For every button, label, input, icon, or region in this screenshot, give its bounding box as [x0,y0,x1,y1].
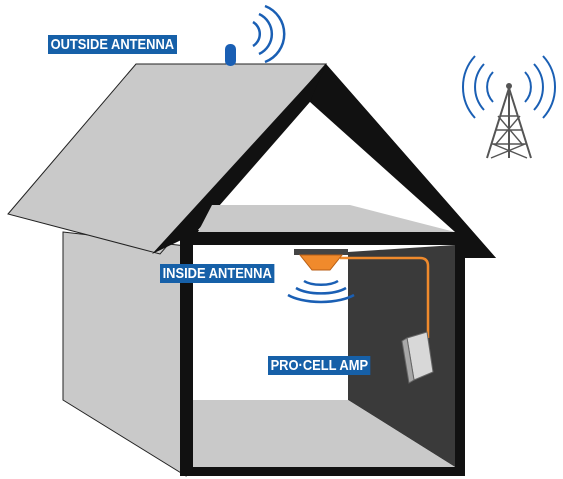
attic-floor [198,205,455,232]
outside-antenna-icon [225,4,286,66]
room-floor [193,400,455,467]
outside-antenna-label: OUTSIDE ANTENNA [48,35,177,54]
antenna-cable [340,256,430,338]
attic-space [198,102,455,232]
inside-antenna-icon [294,249,348,271]
amplifier-icon [401,331,434,384]
pro-cell-amp-label: PRO·CELL AMP [268,356,371,375]
house-roof-right [310,64,496,258]
signal-waves-icon [287,279,355,304]
cell-tower-icon [462,55,556,159]
inside-antenna-label: INSIDE ANTENNA [160,264,275,283]
